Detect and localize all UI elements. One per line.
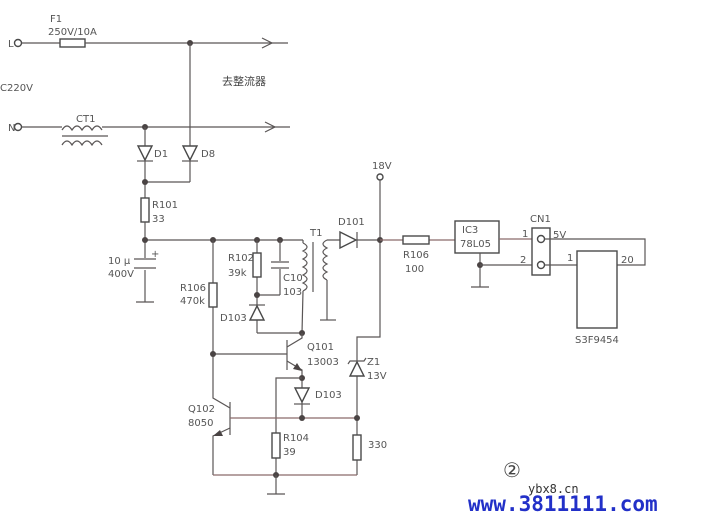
mcu-pin1: 1	[567, 253, 573, 264]
fuse-ref: F1	[50, 14, 62, 25]
to-rectifier-label: 去整流器	[222, 74, 266, 88]
q101-ref: Q101	[307, 342, 334, 353]
r101-value: 33	[152, 214, 165, 225]
resistor-r106-100	[402, 235, 430, 245]
figure-number: ②	[503, 458, 521, 482]
r106b-value: 100	[405, 264, 424, 275]
mcu-s3f9454	[576, 250, 618, 329]
mcu-label: S3F9454	[575, 335, 619, 346]
regulator-ic3	[454, 220, 500, 254]
choke-coil-bottom	[61, 140, 103, 147]
r104-ref: R104	[283, 433, 309, 444]
d1-label: D1	[154, 149, 168, 160]
rail-18v-label: 18V	[372, 161, 392, 172]
mcu-pin20: 20	[621, 255, 634, 266]
z1-ref: Z1	[367, 357, 380, 368]
resistor-r106	[208, 282, 218, 308]
fuse-f1	[59, 38, 86, 48]
live-line	[13, 37, 288, 49]
capacitor-bulk	[134, 258, 156, 303]
t1-label: T1	[309, 228, 322, 239]
q102-ref: Q102	[188, 404, 215, 415]
q101-value: 13003	[307, 357, 339, 368]
r106b-ref: R106	[403, 250, 429, 261]
d103-emitter-label: D103	[315, 390, 342, 401]
d103-snubber-label: D103	[220, 313, 247, 324]
watermark-large: www.3811111.com	[468, 492, 658, 516]
c10-value: 103	[283, 287, 302, 298]
diode-d101	[339, 230, 358, 250]
resistor-r102	[252, 252, 262, 278]
resistor-r101	[140, 197, 150, 223]
diode-d8	[142, 43, 199, 185]
mains-voltage: C220V	[0, 83, 33, 94]
cn1-pin1: 1	[522, 229, 528, 240]
choke-ref: CT1	[76, 114, 95, 125]
d8-label: D8	[201, 149, 215, 160]
resistor-330	[352, 434, 362, 461]
connector-cn1	[531, 227, 551, 276]
q102-value: 8050	[188, 418, 213, 429]
r102-value: 39k	[228, 268, 247, 279]
neutral-line	[13, 121, 290, 147]
z1-value: 13V	[367, 371, 387, 382]
watermark-small: ybx8.cn	[528, 482, 579, 496]
cn1-ref: CN1	[530, 214, 551, 225]
zener-z1	[347, 357, 367, 377]
transformer-t1	[299, 239, 380, 336]
neutral-terminal-label: N	[8, 123, 15, 134]
r102-ref: R102	[228, 253, 254, 264]
ic3-ref: IC3	[462, 225, 478, 236]
cn1-pin2: 2	[520, 255, 526, 266]
diode-d103-emitter	[293, 387, 311, 405]
r106-value: 470k	[180, 296, 205, 307]
cap-bulk-ref: 10 μ	[108, 256, 131, 267]
r104-value: 39	[283, 447, 296, 458]
r106-ref: R106	[180, 283, 206, 294]
live-terminal-label: L	[8, 39, 14, 50]
cap-polarity: +	[151, 249, 159, 260]
cap-bulk-value: 400V	[108, 269, 134, 280]
transistor-q102	[212, 395, 360, 475]
c10-ref: C10	[283, 273, 303, 284]
diode-d1	[136, 127, 154, 198]
rail-18v-terminal	[376, 173, 384, 181]
ic3-value: 78L05	[460, 239, 491, 250]
supply-5v-label: 5V	[553, 230, 566, 241]
d101-label: D101	[338, 217, 365, 228]
diode-d103-snubber	[248, 304, 266, 321]
resistor-r104	[271, 432, 281, 459]
r101-ref: R101	[152, 200, 178, 211]
choke-coil-top	[61, 125, 103, 132]
r330-value: 330	[368, 440, 387, 451]
fuse-value: 250V/10A	[48, 27, 97, 38]
